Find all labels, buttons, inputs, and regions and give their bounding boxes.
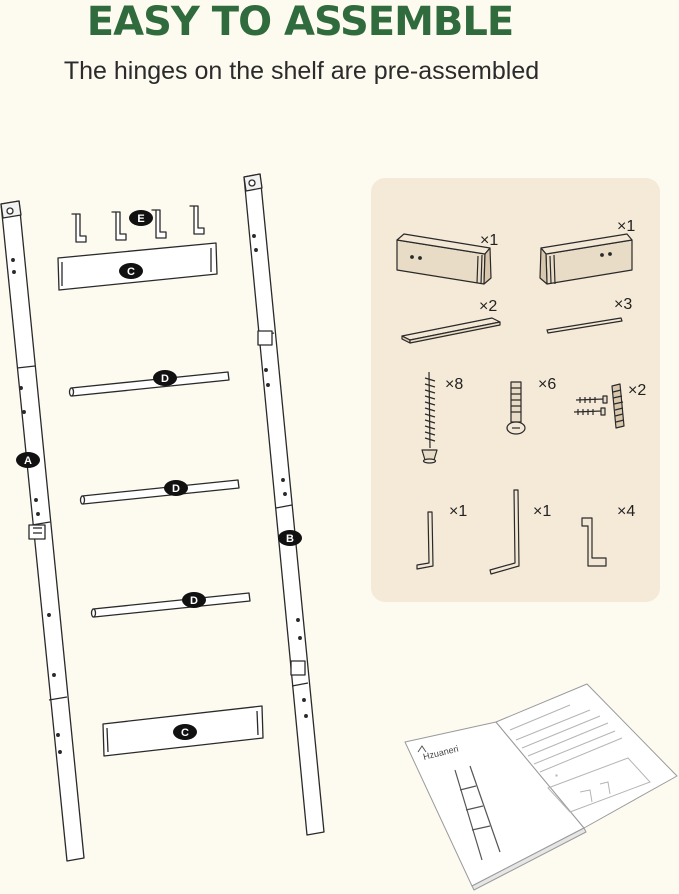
long-screw-drawing [421, 371, 438, 464]
qty-long-screw: ×8 [445, 376, 464, 393]
label-b-text: B [286, 533, 294, 545]
hex-key-small-drawing [416, 511, 434, 570]
label-a-text: A [24, 455, 32, 467]
label-badge-c-top: C [119, 263, 143, 279]
qty-hex-key-small: ×1 [449, 503, 468, 520]
manual-right-page [495, 683, 678, 829]
rod-drawing [546, 317, 623, 334]
hook-drawing [581, 517, 607, 567]
hooks-e [71, 205, 205, 243]
label-c-text-top: C [127, 266, 135, 278]
label-d-text-2: D [172, 483, 180, 495]
label-badge-c-bottom: C [173, 724, 197, 740]
qty-end-block-right: ×1 [617, 218, 636, 235]
page-title: EASY TO ASSEMBLE [86, 0, 514, 45]
label-badge-d-1: D [153, 370, 177, 386]
label-e-text: E [137, 213, 144, 225]
right-rail-b [243, 173, 325, 836]
left-rail-a [0, 200, 85, 862]
qty-end-block-left: ×1 [480, 232, 499, 249]
qty-rod: ×3 [614, 296, 633, 313]
wall-anchor-drawing [611, 383, 625, 429]
end-block-left-drawing [396, 233, 492, 285]
label-badge-a: A [16, 452, 40, 468]
qty-wall-screw: ×2 [628, 382, 647, 399]
label-badge-d-2: D [164, 480, 188, 496]
label-badge-e: E [129, 210, 153, 226]
manual-ladder-illustration [454, 765, 501, 861]
wall-screw-drawing [573, 395, 608, 416]
label-d-text-1: D [161, 373, 169, 385]
qty-hex-key-large: ×1 [533, 503, 552, 520]
hex-key-large-drawing [489, 489, 520, 575]
bolt-drawing [506, 381, 526, 435]
qty-hook: ×4 [617, 503, 636, 520]
qty-bolt: ×6 [538, 376, 557, 393]
label-badge-d-3: D [182, 592, 206, 608]
label-c-text-bottom: C [181, 727, 189, 739]
shelf-board-drawing [401, 317, 501, 344]
label-d-text-3: D [190, 595, 198, 607]
page-subtitle: The hinges on the shelf are pre-assemble… [63, 57, 540, 85]
qty-shelf-board: ×2 [479, 298, 498, 315]
end-block-right-drawing [539, 233, 633, 285]
label-badge-b: B [278, 530, 302, 546]
